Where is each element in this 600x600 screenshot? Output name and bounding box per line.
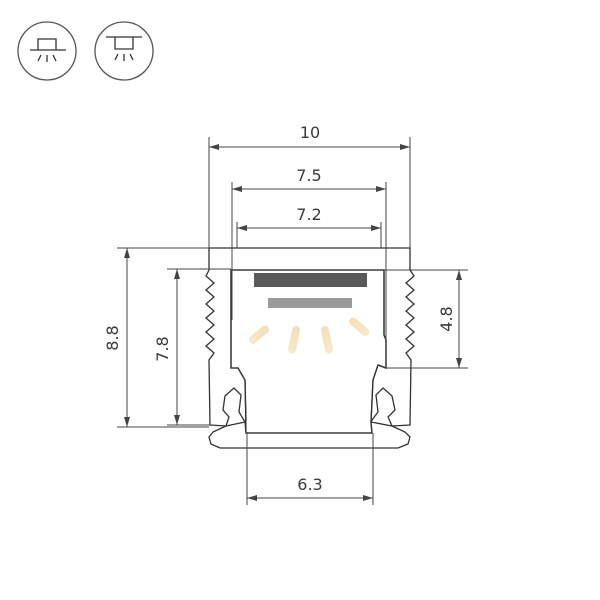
led-strip [254,273,367,287]
dimension-inner-top-width: 7.5 [231,166,387,340]
profile-body [205,247,415,449]
dimension-total-height: 8.8 [103,247,209,428]
light-ray [320,325,333,354]
surface-mount-icon [17,21,77,81]
dimension-bottom-width: 6.3 [246,433,374,505]
dimension-label: 4.8 [437,306,456,331]
dimension-label: 7.5 [296,166,321,185]
light-ray [349,317,370,336]
dimension-outer-width: 10 [208,123,411,248]
dimension-label: 7.2 [296,205,321,224]
light-ray [248,325,269,344]
dimension-cavity-height: 4.8 [384,269,468,369]
light-rays [248,317,370,354]
dimension-inner-width: 7.2 [236,205,382,248]
dimension-inner-height: 7.8 [153,268,231,426]
dimension-label: 8.8 [103,325,122,350]
dimension-label: 6.3 [297,475,322,494]
recessed-mount-icon [94,21,154,81]
diffuser-layer [268,298,352,308]
dimension-label: 7.8 [153,336,172,361]
light-ray [288,325,301,354]
dimension-label: 10 [300,123,320,142]
